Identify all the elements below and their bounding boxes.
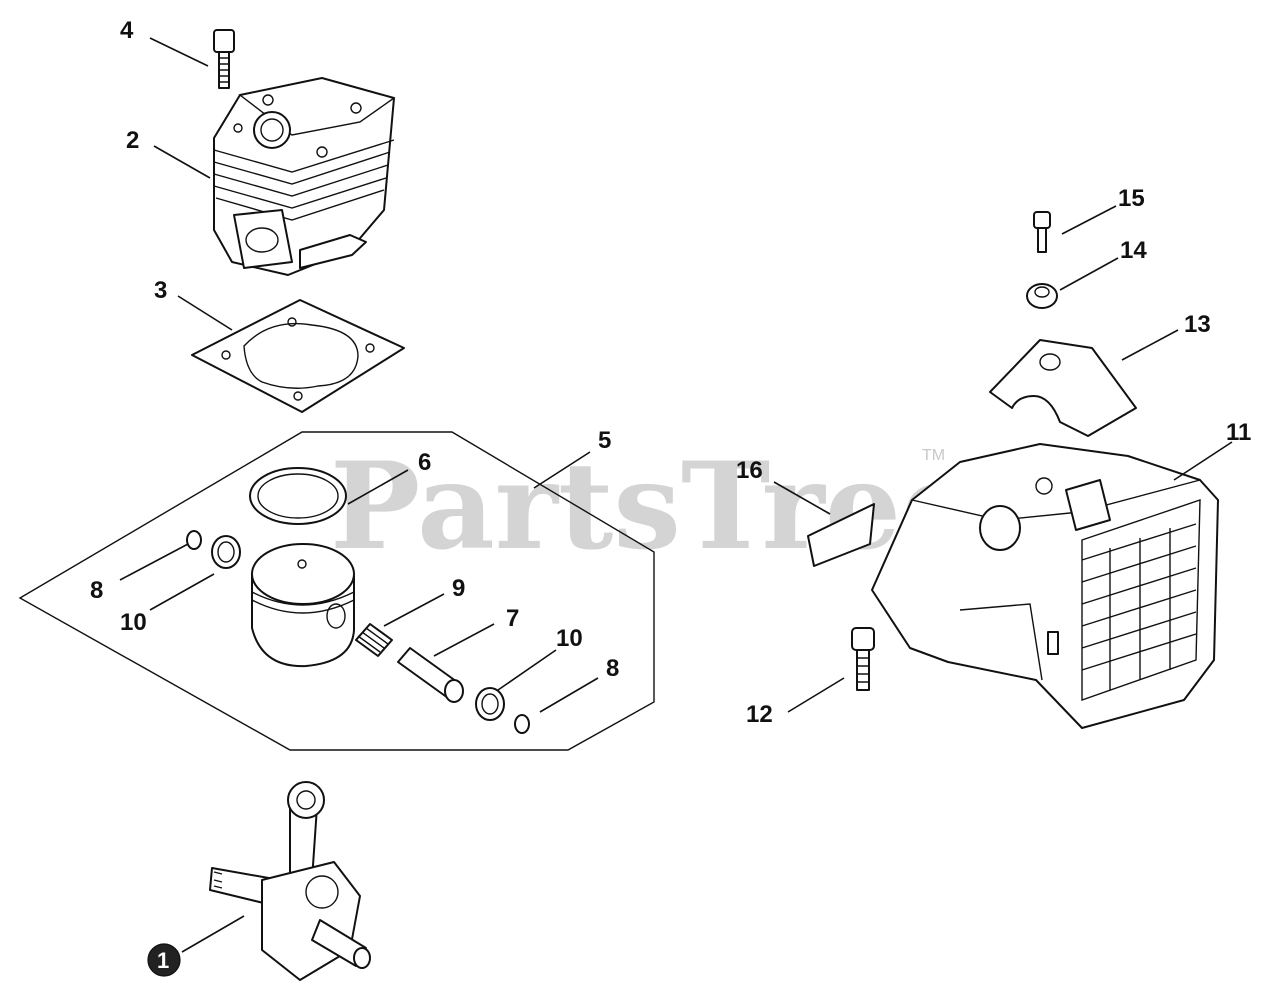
part-12-bolt[interactable] bbox=[851, 627, 875, 691]
callout-7: 7 bbox=[506, 605, 519, 632]
callout-11: 11 bbox=[1226, 419, 1251, 446]
part-11-cylinder-cover[interactable] bbox=[871, 443, 1219, 729]
part-16-label[interactable] bbox=[807, 503, 875, 567]
callout-6: 6 bbox=[418, 449, 431, 476]
piston[interactable] bbox=[251, 543, 355, 668]
part-1-badge bbox=[147, 943, 181, 977]
callout-10-right: 10 bbox=[556, 625, 583, 652]
callout-15: 15 bbox=[1118, 185, 1145, 212]
callout-9: 9 bbox=[452, 575, 465, 602]
part-8-clip-right[interactable] bbox=[514, 714, 530, 734]
callout-3: 3 bbox=[154, 277, 167, 304]
callout-10-left: 10 bbox=[120, 609, 147, 636]
part-10-washer-right[interactable] bbox=[475, 687, 505, 721]
part-15-bolt[interactable] bbox=[1033, 211, 1051, 253]
callout-8-right: 8 bbox=[606, 655, 619, 682]
part-7-piston-pin[interactable] bbox=[397, 647, 464, 703]
part-1-crankshaft[interactable] bbox=[209, 781, 371, 981]
leader-lines bbox=[119, 37, 1233, 953]
part-5-piston-kit-outline[interactable] bbox=[18, 431, 655, 751]
part-13-cover-plate[interactable] bbox=[989, 339, 1137, 437]
part-9-needle-bearing[interactable] bbox=[355, 623, 393, 657]
callout-14: 14 bbox=[1120, 237, 1147, 264]
part-3-gasket[interactable] bbox=[191, 299, 405, 413]
callout-13: 13 bbox=[1184, 311, 1211, 338]
part-6-piston-ring[interactable] bbox=[249, 467, 347, 525]
callout-4: 4 bbox=[120, 17, 134, 44]
callout-12: 12 bbox=[746, 701, 773, 728]
part-2-cylinder[interactable] bbox=[213, 77, 396, 276]
callout-1: 1 bbox=[157, 948, 169, 973]
part-8-clip-left[interactable] bbox=[186, 530, 202, 550]
callout-5: 5 bbox=[598, 427, 611, 454]
part-10-washer-left[interactable] bbox=[211, 535, 241, 569]
callout-16: 16 bbox=[736, 457, 763, 484]
part-14-grommet[interactable] bbox=[1026, 283, 1058, 309]
callout-8-left: 8 bbox=[90, 577, 103, 604]
watermark-tm: TM bbox=[922, 447, 945, 464]
part-4-bolt[interactable] bbox=[213, 29, 235, 89]
callout-2: 2 bbox=[126, 127, 139, 154]
